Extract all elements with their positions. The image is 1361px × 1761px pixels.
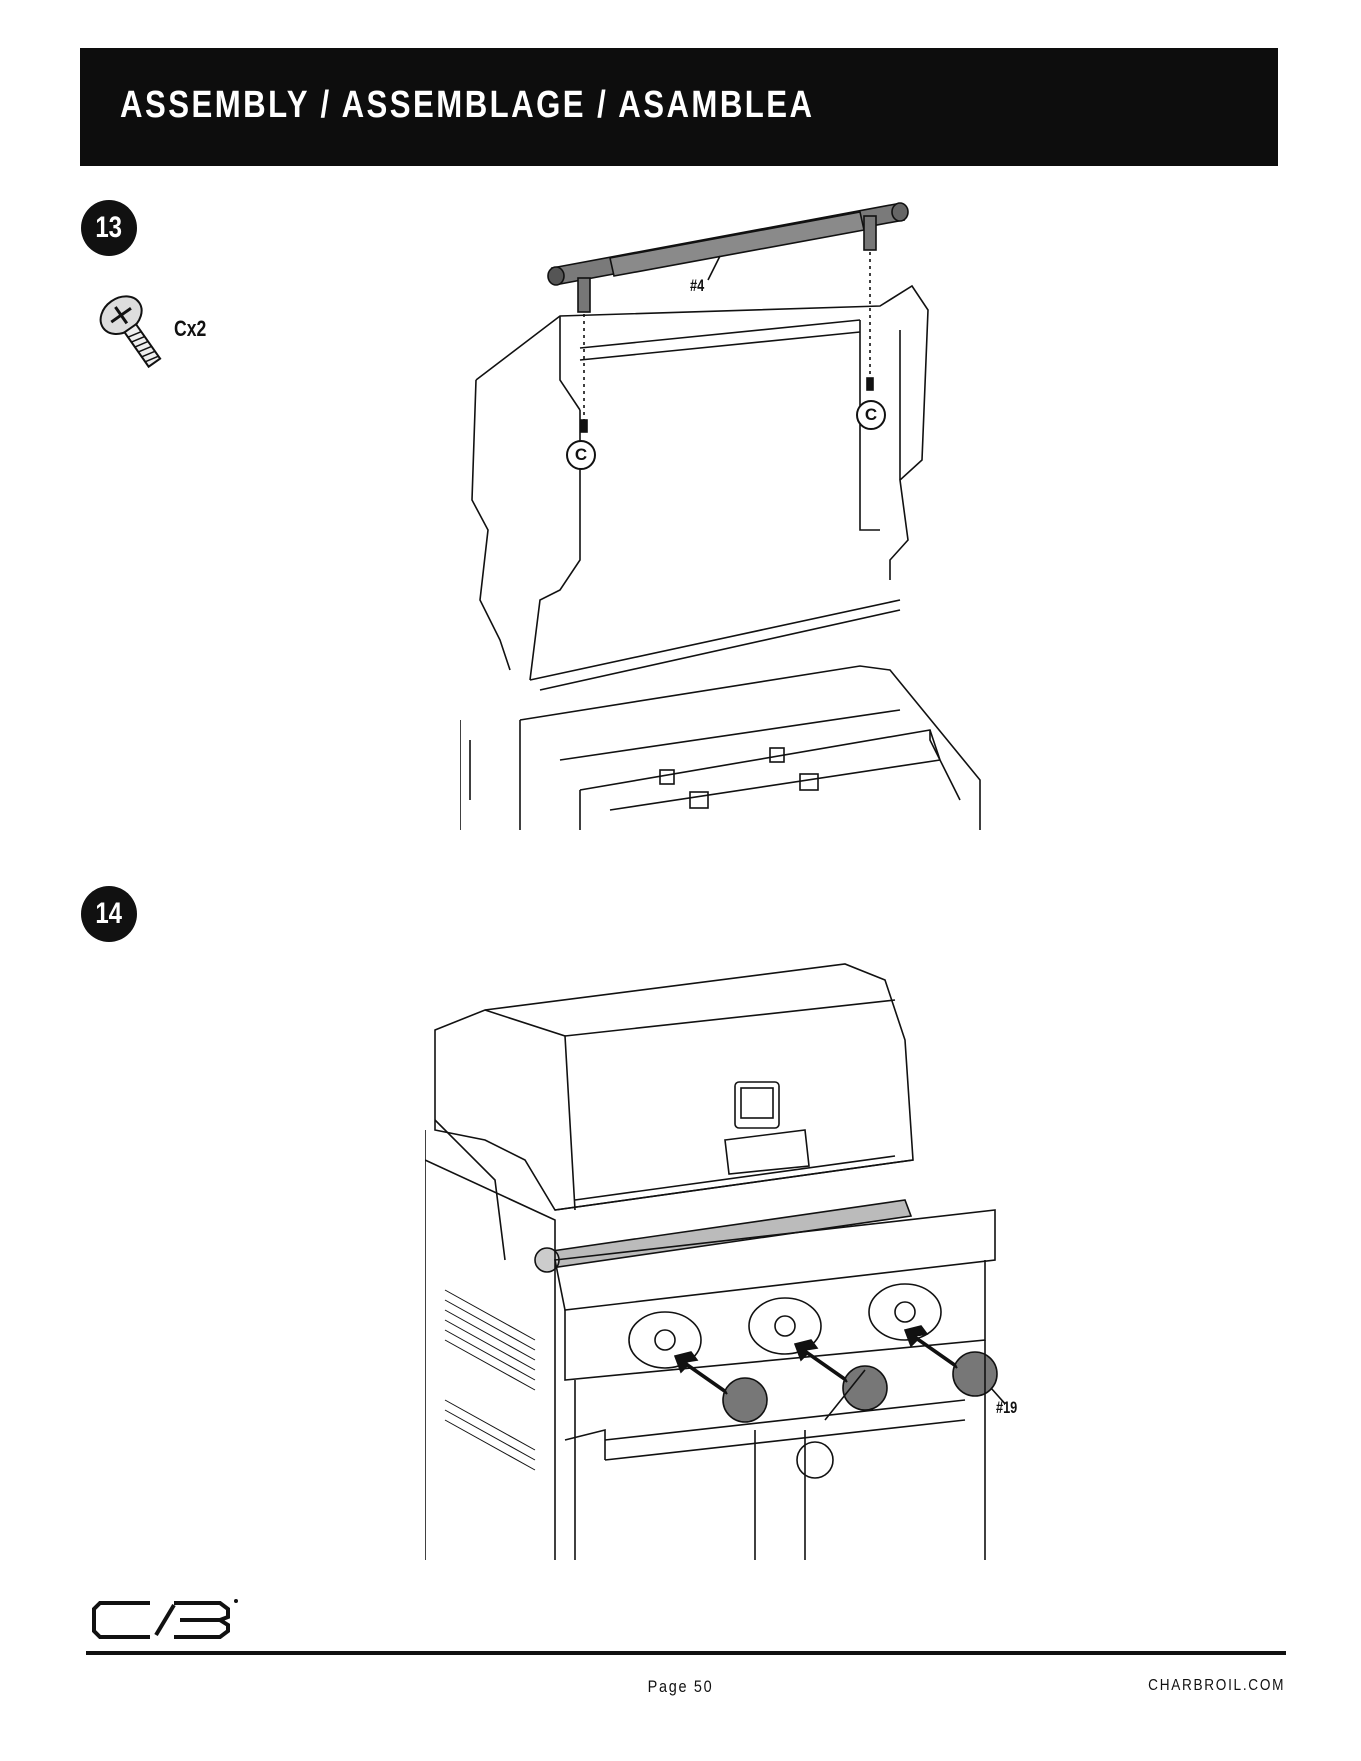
step-14-badge: 14 <box>81 886 137 942</box>
grill-closed-illustration <box>425 960 1005 1560</box>
knob-part-label: #19 <box>996 1398 1017 1418</box>
brand-logo <box>90 1595 240 1645</box>
website-link[interactable]: CHARBROIL.COM <box>1148 1677 1285 1695</box>
step-13-number: 13 <box>96 200 123 256</box>
header-banner: ASSEMBLY / ASSEMBLAGE / ASAMBLEA <box>80 48 1278 166</box>
screw-icon <box>88 285 178 385</box>
hardware-quantity-label: Cx2 <box>174 316 206 342</box>
grill-lid-open-illustration <box>460 200 1060 830</box>
page-number: Page 50 <box>102 1677 1259 1697</box>
step-13-badge: 13 <box>81 200 137 256</box>
footer-rule <box>86 1651 1286 1655</box>
callout-c-left: C <box>566 440 596 470</box>
step-14-number: 14 <box>96 886 123 942</box>
handle-part-label: #4 <box>690 276 704 296</box>
page-title: ASSEMBLY / ASSEMBLAGE / ASAMBLEA <box>120 84 815 127</box>
callout-c-right: C <box>856 400 886 430</box>
